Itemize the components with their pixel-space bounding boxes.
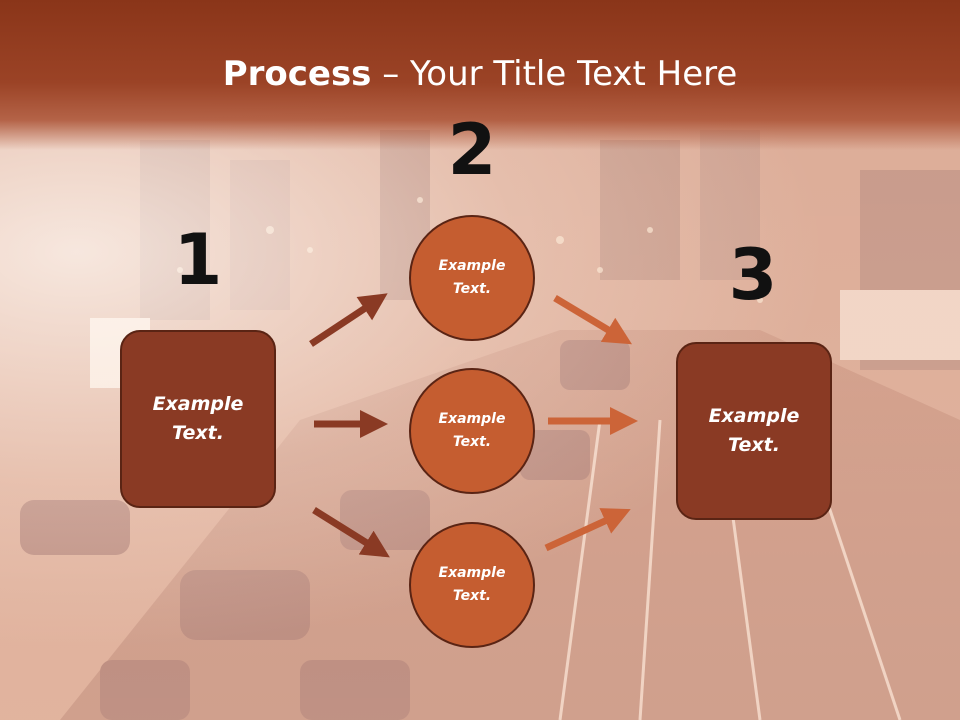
step-number-1: 1	[173, 219, 223, 301]
arrow-bottom-to-right	[544, 508, 631, 552]
right-box-label: Example Text.	[708, 405, 800, 456]
step-number-3: 3	[728, 234, 778, 316]
circle-top-label: Example Text.	[438, 258, 506, 297]
left-box-label: Example Text.	[152, 393, 244, 444]
circle-bottom: Example Text.	[409, 522, 535, 648]
circle-middle: Example Text.	[409, 368, 535, 494]
arrow-top-to-right	[553, 294, 633, 345]
circle-top: Example Text.	[409, 215, 535, 341]
circle-middle-label: Example Text.	[438, 411, 506, 450]
title-bar	[0, 0, 960, 150]
left-box: Example Text.	[120, 330, 276, 508]
title-rest: – Your Title Text Here	[371, 54, 738, 94]
title-bold: Process	[222, 54, 372, 94]
arrow-left-to-bottom	[312, 507, 390, 558]
arrow-left-to-top	[309, 293, 388, 347]
step-number-2: 2	[447, 109, 497, 191]
right-box: Example Text.	[676, 342, 832, 520]
slide-title: Process – Your Title Text Here	[0, 52, 960, 96]
circle-bottom-label: Example Text.	[438, 565, 506, 604]
